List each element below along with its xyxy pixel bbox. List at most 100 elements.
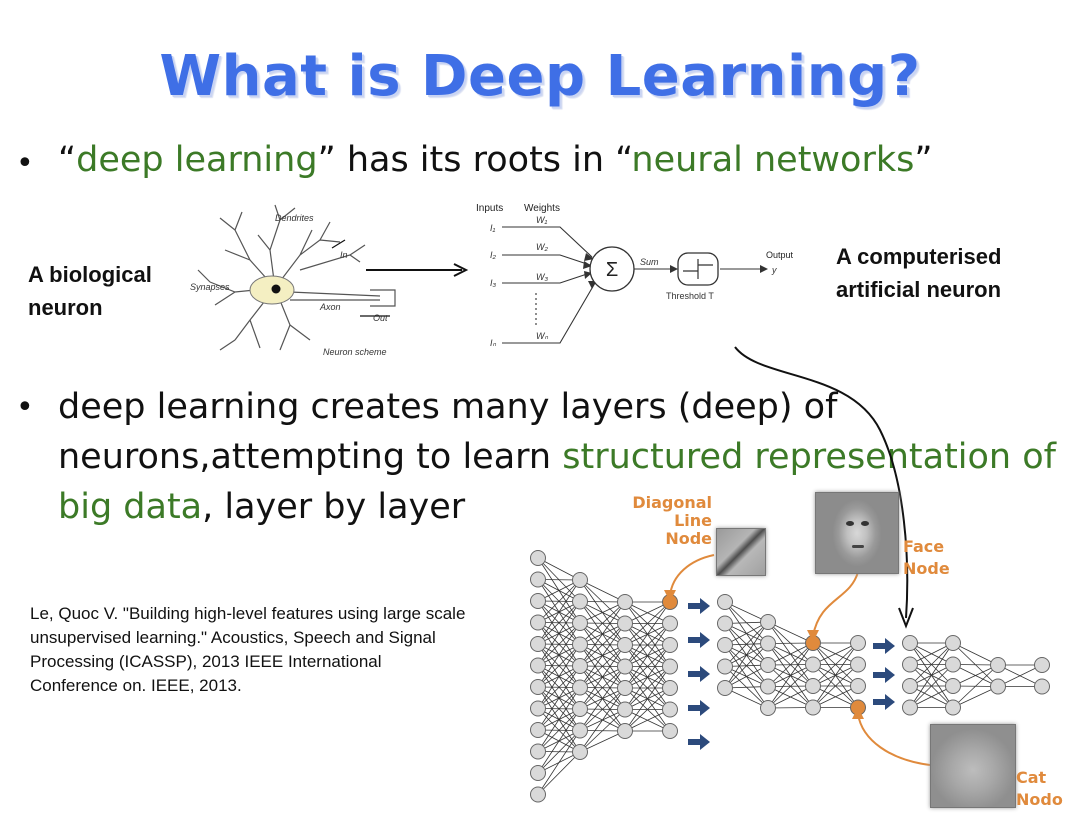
network-edge <box>767 642 814 709</box>
term-neural-networks: neural networks <box>631 140 915 180</box>
neuron-node <box>572 572 588 588</box>
output-text: Output <box>766 250 794 260</box>
network-edge <box>579 623 626 667</box>
network-edge <box>909 642 954 708</box>
network-edge <box>537 687 581 731</box>
bullet-2: deep learning creates many layers (deep)… <box>58 382 1056 532</box>
network-edge <box>909 664 954 708</box>
network-edge <box>909 642 954 665</box>
neuron-node <box>662 680 678 696</box>
neuron-node <box>717 594 733 610</box>
neuron-node <box>572 744 588 760</box>
neuron-node <box>760 614 776 630</box>
network-edge <box>579 666 626 710</box>
network-edge <box>909 685 954 708</box>
network-edge <box>724 621 769 646</box>
layer-transition-arrow <box>688 734 710 750</box>
layer-transition-arrow <box>873 667 895 683</box>
network-edge <box>537 665 581 731</box>
weight-n-text: Wₙ <box>536 331 548 341</box>
art-label-line2: artificial neuron <box>836 277 1002 302</box>
bullet-dot-2: • <box>16 390 34 425</box>
dendrites-text: Dendrites <box>275 213 314 223</box>
neuron-scheme-caption: Neuron scheme <box>323 347 387 357</box>
neuron-node <box>662 658 678 675</box>
face-node-label: Face Node <box>903 536 950 580</box>
network-edge <box>537 644 581 709</box>
layer-transition-arrow <box>688 700 710 716</box>
sum-text: Sum <box>640 257 659 267</box>
network-edge <box>909 642 954 687</box>
neuron-node <box>617 615 633 632</box>
neuron-node <box>530 722 546 738</box>
cat-label-line2: Nodo <box>1016 790 1063 809</box>
network-edge <box>767 685 814 709</box>
neuron-node <box>990 678 1006 695</box>
connector-curve-arrow <box>734 346 909 619</box>
neuron-node <box>717 680 733 696</box>
cat-node-pointer-head <box>852 707 864 719</box>
network-edge <box>724 621 769 689</box>
network-edge <box>579 644 626 710</box>
neuron-node <box>662 701 678 718</box>
neuron-node <box>850 678 866 694</box>
network-edge <box>724 664 769 689</box>
neuron-node <box>760 700 776 716</box>
neuron-node <box>717 637 733 653</box>
neuron-node <box>760 635 776 652</box>
neuron-node <box>805 699 821 716</box>
network-edge <box>767 664 814 709</box>
art-label-line1: A computerised <box>836 244 1002 269</box>
input-1-text: I₁ <box>490 223 496 233</box>
network-edge <box>624 601 671 667</box>
network-edge <box>579 666 626 731</box>
network-edge <box>537 708 581 774</box>
neuron-node <box>617 723 633 739</box>
neuron-node <box>850 656 866 673</box>
diagonal-label-line3: Node <box>665 529 712 548</box>
network-edge <box>624 623 671 667</box>
network-edge <box>579 709 626 753</box>
diagonal-label-line2: Line <box>674 511 712 530</box>
face-label-line2: Node <box>903 559 950 578</box>
neuron-node <box>902 656 918 673</box>
bullet-2-line-2-text: neurons,attempting to learn <box>58 437 563 477</box>
cat-feature-image <box>930 724 1016 808</box>
network-edge <box>624 601 671 646</box>
bio-label-line2: neuron <box>28 295 103 320</box>
bullet-1-mid: ” has its roots in “ <box>317 140 632 180</box>
neuron-node <box>945 635 961 651</box>
neuron-node <box>662 723 678 739</box>
input-n-text: Iₙ <box>490 338 497 348</box>
quote-close: ” <box>914 140 933 180</box>
neuron-node <box>572 679 588 696</box>
neuron-node <box>662 637 678 653</box>
sigma-symbol: Σ <box>606 259 618 281</box>
neuron-node <box>530 700 546 717</box>
threshold-text: Threshold T <box>666 291 714 301</box>
network-edge <box>537 730 581 774</box>
neuron-node <box>530 786 546 803</box>
network-edge <box>579 601 626 645</box>
network-edge <box>767 642 814 666</box>
weight-3-text: W₃ <box>536 272 548 282</box>
summation-node <box>589 246 635 292</box>
biological-neuron-label: A biological neuron <box>28 258 152 324</box>
neuron-node <box>617 701 633 718</box>
input-2-text: I₂ <box>490 250 497 260</box>
term-deep-learning: deep learning <box>76 140 318 180</box>
face-feature-image <box>815 492 899 574</box>
layer-transition-arrow <box>873 694 895 710</box>
cat-node-label: Cat Nodo <box>1016 767 1063 811</box>
cat-node-pointer <box>857 713 931 766</box>
network-edge <box>579 601 626 624</box>
network-edge <box>579 687 626 731</box>
neuron-node <box>617 658 633 675</box>
bullet-2-line-3-text: , layer by layer <box>202 487 466 527</box>
bullet-2-line-3: big data, layer by layer <box>58 482 1056 532</box>
axon-text: Axon <box>319 302 341 312</box>
layer-transition-arrow <box>688 666 710 682</box>
network-edge <box>537 687 581 752</box>
network-edge <box>812 642 859 687</box>
